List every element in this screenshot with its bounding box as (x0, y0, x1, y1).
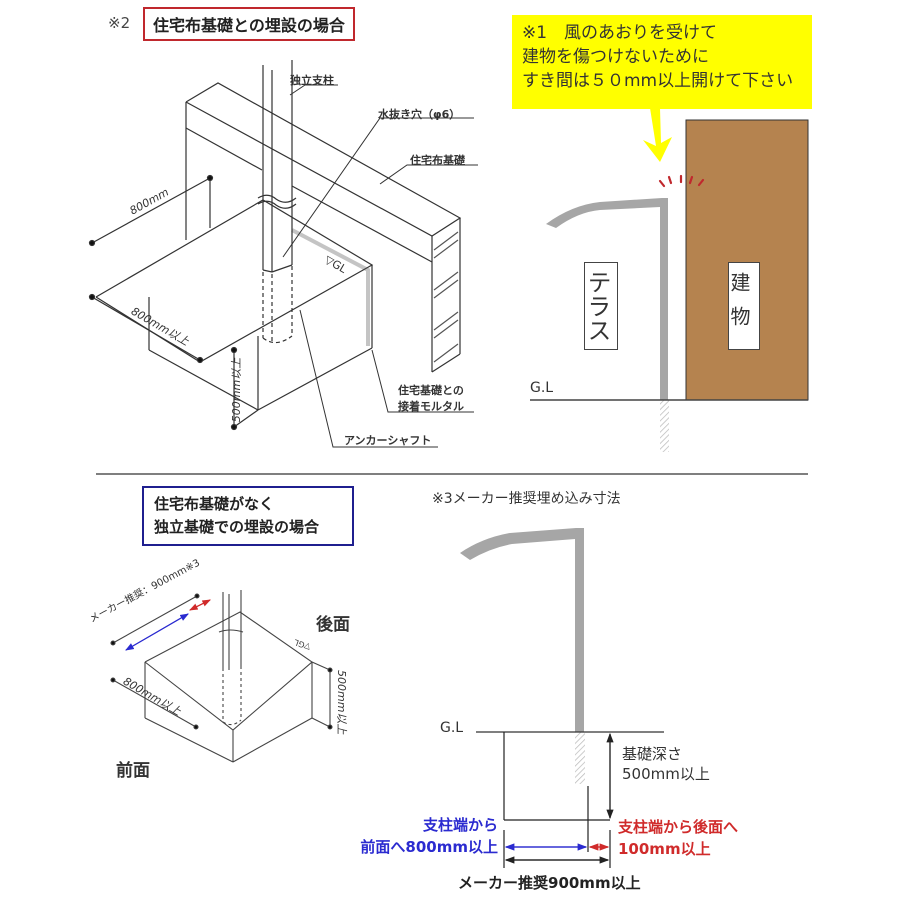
front-note-line1: 支柱端から (422, 816, 498, 834)
gl-label-bottom: G.L (440, 720, 464, 736)
depth-note-line1: 基礎深さ (622, 745, 683, 763)
callout-line-3: すき間は５０mm以上開けて下さい (522, 71, 794, 91)
section-title-house-foundation: 住宅布基礎との埋設の場合 (143, 7, 355, 41)
house-foundation-drawing (88, 60, 478, 448)
front-distance-note: 支柱端から 前面へ800mm以上 (330, 814, 498, 858)
depth-note-line2: 500mm以上 (622, 765, 710, 783)
embed-diagram-title: ※3メーカー推奨埋め込み寸法 (432, 491, 621, 507)
back-distance-note: 支柱端から後面へ 100mm以上 (618, 816, 738, 860)
back-note-line1: 支柱端から後面へ (618, 818, 739, 836)
front-face-label: 前面 (116, 761, 150, 781)
label-anchor-shaft: アンカーシャフト (344, 434, 432, 447)
label-house-foundation: 住宅布基礎 (410, 154, 465, 167)
dim-depth-top: 500mm以上 (230, 357, 244, 423)
callout-line-1: ※1 風のあおりを受けて (522, 23, 718, 43)
front-note-line2: 前面へ800mm以上 (360, 838, 498, 856)
callout-line-2: 建物を傷つけないために (522, 47, 709, 67)
terrace-side-view (530, 108, 809, 452)
section-title-independent-foundation: 住宅布基礎がなく 独立基礎での埋設の場合 (142, 486, 354, 546)
gl-label-top: G.L (530, 380, 554, 396)
embed-dimension-diagram (460, 528, 664, 868)
label-mortar-line1: 住宅基礎との (398, 384, 464, 397)
total-width-note: メーカー推奨900mm以上 (458, 874, 641, 892)
label-drain-hole: 水抜き穴（φ6） (378, 108, 461, 121)
title-line-1: 住宅布基礎がなく (154, 495, 275, 513)
back-face-label: 後面 (316, 615, 350, 635)
title-line-2: 独立基礎での埋設の場合 (154, 518, 320, 536)
independent-foundation-drawing (110, 590, 333, 763)
back-note-line2: 100mm以上 (618, 840, 711, 858)
label-post: 独立支柱 (290, 74, 334, 87)
dim-depth-bottom: 500mm以上 (335, 670, 348, 735)
label-mortar-line2: 接着モルタル (398, 400, 464, 413)
note-marker-2: ※2 (108, 14, 131, 32)
terrace-label: テラス (583, 262, 618, 350)
depth-note: 基礎深さ 500mm以上 (622, 744, 710, 784)
building-label: 建物 (727, 262, 760, 350)
wind-warning-callout: ※1 風のあおりを受けて 建物を傷つけないために すき間は５０mm以上開けて下さ… (512, 15, 812, 109)
